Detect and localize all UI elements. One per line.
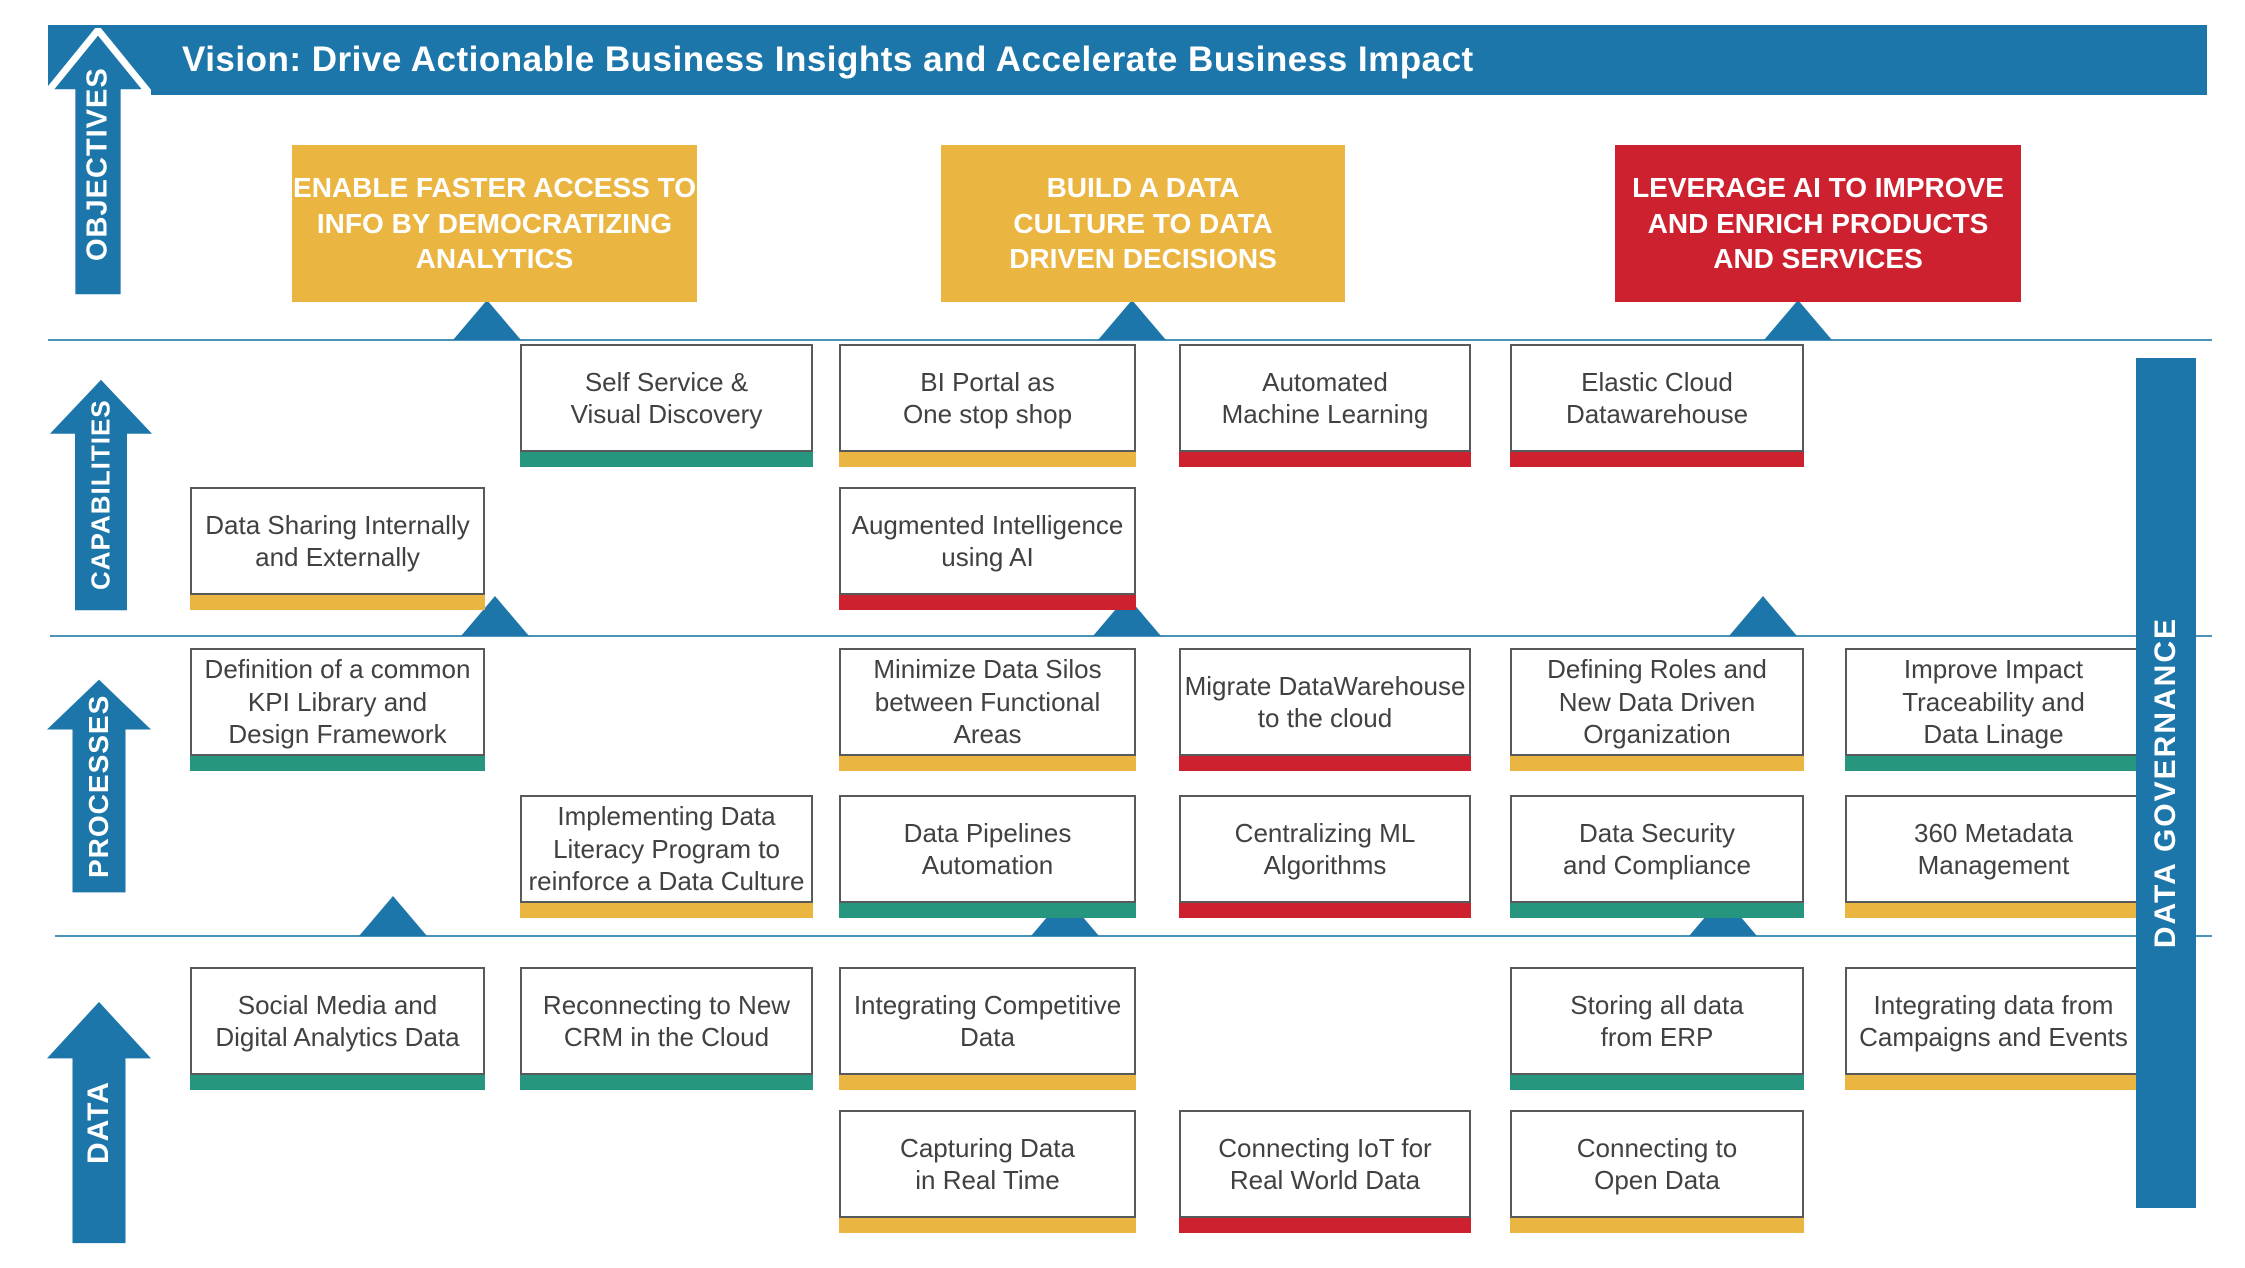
card-label: Elastic Cloud Datawarehouse [1565, 366, 1749, 430]
up-triangle-icon [453, 300, 521, 340]
card-data-literacy-program: Implementing Data Literacy Program to re… [520, 795, 813, 918]
card-capturing-data-real-time: Capturing Data in Real Time [839, 1110, 1136, 1233]
card-social-media-digital-analytics: Social Media and Digital Analytics Data [190, 967, 485, 1090]
card-data-pipelines-automation: Data Pipelines Automation [839, 795, 1136, 918]
axis-arrow-label: DATA [82, 1081, 115, 1164]
card-augmented-intelligence-ai: Augmented Intelligence using AI [839, 487, 1136, 610]
objective-box-democratizing-analytics: ENABLE FASTER ACCESS TO INFO BY DEMOCRAT… [292, 145, 697, 302]
data-governance-label: DATA GOVERNANCE [2149, 617, 2182, 949]
data-governance-bar: DATA GOVERNANCE [2136, 358, 2196, 1208]
objective-label: LEVERAGE AI TO IMPROVE AND ENRICH PRODUC… [1632, 171, 2004, 275]
separator-line-processes-data [55, 935, 2212, 937]
axis-arrow-label: OBJECTIVES [81, 67, 114, 261]
card-label: Integrating data from Campaigns and Even… [1859, 989, 2128, 1053]
axis-arrow-objectives: OBJECTIVES [45, 28, 151, 300]
card-common-kpi-library: Definition of a common KPI Library and D… [190, 648, 485, 771]
objective-label: BUILD A DATA CULTURE TO DATA DRIVEN DECI… [1009, 171, 1277, 275]
card-label: Migrate DataWarehouse to the cloud [1184, 670, 1466, 734]
up-arrow-icon [45, 28, 151, 300]
card-label: Improve Impact Traceability and Data Lin… [1902, 654, 2085, 750]
card-data-security-compliance: Data Security and Compliance [1510, 795, 1804, 918]
card-integrating-competitive-data: Integrating Competitive Data [839, 967, 1136, 1090]
axis-arrow-data: DATA [45, 1000, 153, 1245]
objective-label: ENABLE FASTER ACCESS TO INFO BY DEMOCRAT… [293, 171, 696, 275]
objective-box-data-culture: BUILD A DATA CULTURE TO DATA DRIVEN DECI… [941, 145, 1345, 302]
card-self-service-visual-discovery: Self Service & Visual Discovery [520, 344, 813, 467]
card-label: Capturing Data in Real Time [900, 1132, 1075, 1196]
up-triangle-icon [1098, 300, 1166, 340]
card-connecting-iot-real-world-data: Connecting IoT for Real World Data [1179, 1110, 1471, 1233]
card-storing-all-data-erp: Storing all data from ERP [1510, 967, 1804, 1090]
card-label: Integrating Competitive Data [853, 989, 1122, 1053]
card-label: BI Portal as One stop shop [902, 366, 1073, 430]
card-label: Defining Roles and New Data Driven Organ… [1547, 654, 1767, 750]
vision-title: Vision: Drive Actionable Business Insigh… [182, 40, 1474, 79]
axis-arrow-label: PROCESSES [83, 694, 114, 878]
card-migrate-datawarehouse-cloud: Migrate DataWarehouse to the cloud [1179, 648, 1471, 771]
card-impact-traceability-data-linage: Improve Impact Traceability and Data Lin… [1845, 648, 2142, 771]
card-label: Automated Machine Learning [1221, 366, 1429, 430]
card-label: Definition of a common KPI Library and D… [204, 654, 471, 750]
card-bi-portal-one-stop-shop: BI Portal as One stop shop [839, 344, 1136, 467]
card-label: Connecting IoT for Real World Data [1218, 1132, 1432, 1196]
card-label: Implementing Data Literacy Program to re… [528, 801, 805, 897]
card-automated-machine-learning: Automated Machine Learning [1179, 344, 1471, 467]
up-arrow-icon [49, 379, 153, 611]
up-arrow-icon [46, 1001, 152, 1244]
axis-arrow-processes: PROCESSES [45, 678, 153, 894]
card-reconnecting-new-crm-cloud: Reconnecting to New CRM in the Cloud [520, 967, 813, 1090]
card-connecting-open-data: Connecting to Open Data [1510, 1110, 1804, 1233]
up-arrow-icon [46, 679, 152, 893]
card-label: Social Media and Digital Analytics Data [215, 989, 460, 1053]
card-label: Reconnecting to New CRM in the Cloud [542, 989, 791, 1053]
card-360-metadata-management: 360 Metadata Management [1845, 795, 2142, 918]
card-minimize-data-silos: Minimize Data Silos between Functional A… [839, 648, 1136, 771]
axis-arrow-capabilities: CAPABILITIES [48, 378, 154, 612]
card-centralizing-ml-algorithms: Centralizing ML Algorithms [1179, 795, 1471, 918]
card-data-sharing-internally-externally: Data Sharing Internally and Externally [190, 487, 485, 610]
card-label: Minimize Data Silos between Functional A… [873, 654, 1102, 750]
card-integrating-campaigns-events: Integrating data from Campaigns and Even… [1845, 967, 2142, 1090]
up-triangle-icon [1729, 596, 1797, 636]
card-label: Data Security and Compliance [1563, 817, 1751, 881]
card-label: Data Pipelines Automation [903, 817, 1072, 881]
axis-arrow-label: CAPABILITIES [85, 399, 116, 591]
card-label: 360 Metadata Management [1913, 817, 2073, 881]
card-label: Centralizing ML Algorithms [1234, 817, 1416, 881]
card-label: Storing all data from ERP [1570, 989, 1744, 1053]
card-label: Self Service & Visual Discovery [570, 366, 763, 430]
card-label: Data Sharing Internally and Externally [205, 509, 470, 573]
separator-line-objectives-capabilities [48, 339, 2212, 341]
up-triangle-icon [1764, 300, 1832, 340]
vision-banner: Vision: Drive Actionable Business Insigh… [48, 25, 2207, 95]
up-triangle-icon [359, 896, 427, 936]
separator-line-capabilities-processes [50, 635, 2212, 637]
card-label: Connecting to Open Data [1576, 1132, 1738, 1196]
card-elastic-cloud-datawarehouse: Elastic Cloud Datawarehouse [1510, 344, 1804, 467]
card-defining-roles-data-driven-org: Defining Roles and New Data Driven Organ… [1510, 648, 1804, 771]
objective-box-leverage-ai: LEVERAGE AI TO IMPROVE AND ENRICH PRODUC… [1615, 145, 2021, 302]
card-label: Augmented Intelligence using AI [851, 509, 1124, 573]
